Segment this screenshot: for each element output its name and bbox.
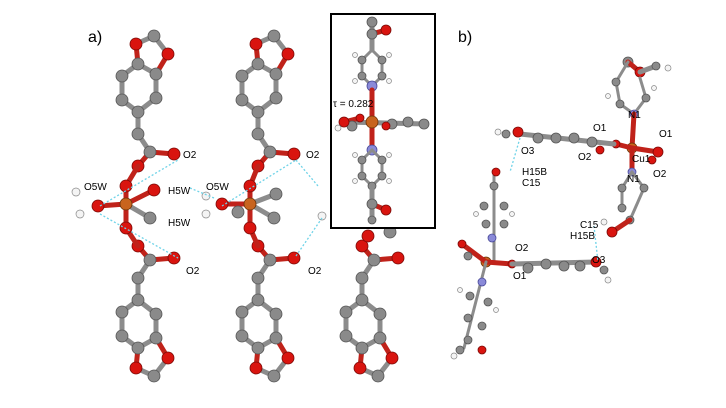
label-o2-top-1: O2 [183,150,197,161]
label-h5w-top: H5W [168,186,191,197]
label-o2-bot-1: O2 [186,266,200,277]
label-n1-mid: N1 [627,174,640,185]
label-n1-top: N1 [628,110,641,121]
label-o3-bot: O3 [592,255,606,266]
label-h15b-top: H15B [522,167,547,178]
panel-label-b: b) [458,29,472,46]
hbond-a-5 [295,217,323,257]
panel-b-structure: N1 O1 O1 O3 O2 Cu1 O2 H15B C15 N1 C15 H1… [450,56,673,360]
label-o2-bot-2: O2 [308,266,322,277]
panel-a-structure: O2 O2 O5W H5W O5W H5W O2 O2 [71,30,404,382]
label-o1-bot: O1 [513,271,527,282]
tau-label: τ = 0.282 [333,99,374,110]
label-o5w-2: O5W [206,182,229,193]
label-o5w-1: O5W [84,182,107,193]
column-1 [71,30,180,382]
hbond-b-1 [509,137,521,173]
hbond-a-2 [99,213,179,259]
label-o1-top-b: O1 [659,129,673,140]
hbond-a-3 [221,159,297,207]
hbond-a-4 [295,159,319,187]
label-o1-top-a: O1 [593,123,607,134]
panel-label-a: a) [88,29,102,46]
inset-panel: τ = 0.282 [330,13,436,229]
hbond-a-1 [99,159,179,207]
column-2 [201,30,300,382]
label-o2-bot: O2 [515,243,529,254]
label-o2-top-2: O2 [306,150,320,161]
label-o2-top: O2 [578,152,592,163]
label-h5w-bot: H5W [168,218,191,229]
label-o3-top: O3 [521,146,535,157]
label-o2-right: O2 [653,169,667,180]
label-c15-bot: C15 [580,220,599,231]
column-3 [317,211,404,382]
hbond-a-6 [189,187,215,199]
label-h15b-bot: H15B [570,231,595,242]
label-cu1: Cu1 [632,154,651,165]
label-c15-top: C15 [522,178,541,189]
